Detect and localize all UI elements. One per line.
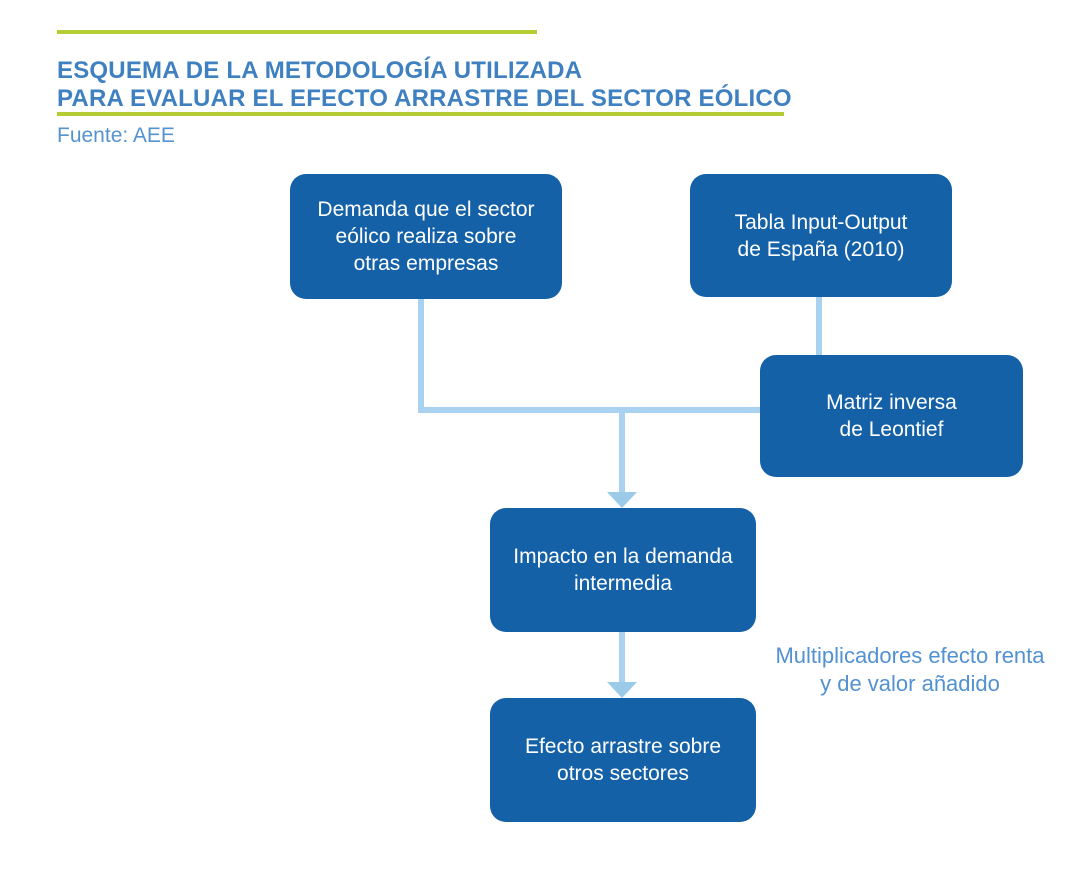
source-label: Fuente: AEE bbox=[57, 124, 175, 147]
connector-junction-to-impacto bbox=[619, 413, 625, 492]
accent-line-top bbox=[57, 30, 537, 34]
connector-demanda-down bbox=[418, 298, 424, 410]
page-title: ESQUEMA DE LA METODOLOGÍA UTILIZADA PARA… bbox=[57, 57, 792, 113]
node-impacto-demanda-intermedia: Impacto en la demanda intermedia bbox=[490, 508, 756, 632]
accent-line-bottom bbox=[57, 112, 784, 116]
arrow-down-icon bbox=[607, 492, 637, 508]
annotation-multiplicadores: Multiplicadores efecto renta y de valor … bbox=[775, 643, 1045, 696]
connector-impacto-to-efecto bbox=[619, 632, 625, 683]
node-matriz-leontief: Matriz inversa de Leontief bbox=[760, 355, 1023, 477]
node-demanda-sector-eolico: Demanda que el sector eólico realiza sob… bbox=[290, 174, 562, 299]
connector-tabla-to-matriz bbox=[816, 296, 822, 356]
connector-horizontal-junction bbox=[418, 407, 760, 413]
arrow-down-icon bbox=[607, 682, 637, 698]
node-tabla-input-output: Tabla Input-Output de España (2010) bbox=[690, 174, 952, 297]
node-efecto-arrastre: Efecto arrastre sobre otros sectores bbox=[490, 698, 756, 822]
